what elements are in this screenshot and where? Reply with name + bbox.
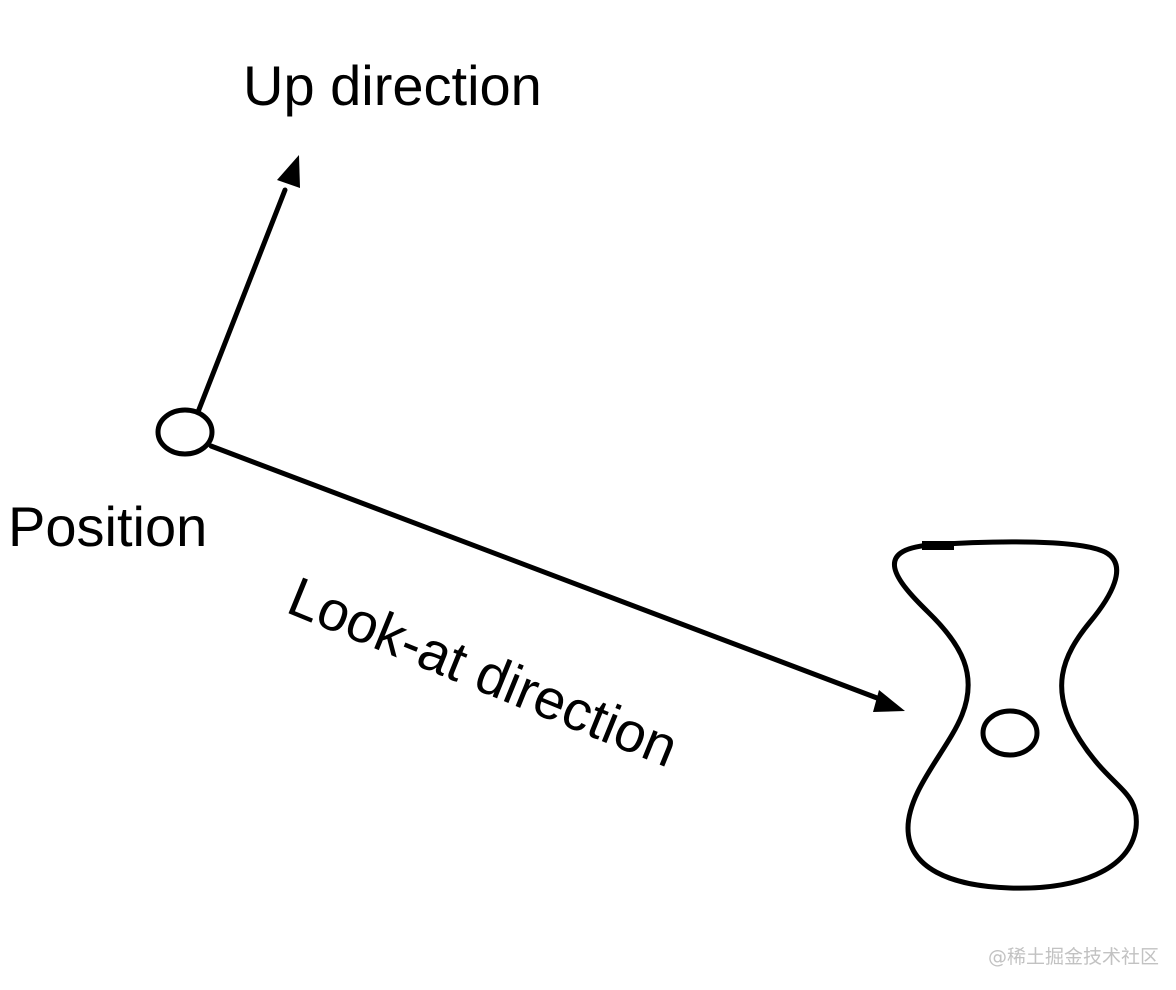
up-direction-arrow [195, 155, 300, 415]
target-center-marker [980, 708, 1040, 758]
watermark: @稀土掘金技术社区 [988, 946, 1160, 968]
look-at-direction-arrow [208, 443, 905, 712]
up-direction-label: Up direction [243, 54, 542, 117]
target-object-notch [922, 541, 954, 550]
look-at-arrowhead [873, 690, 905, 712]
up-arrowhead [277, 155, 300, 188]
position-label: Position [8, 495, 208, 558]
position-marker [155, 407, 215, 457]
target-object-outline [892, 539, 1139, 891]
